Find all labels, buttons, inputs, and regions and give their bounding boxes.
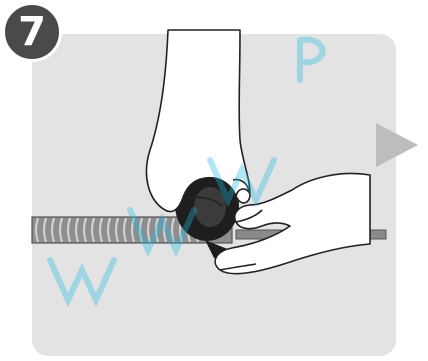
next-step-arrow-icon — [376, 123, 418, 167]
step-number-badge: 7 — [2, 2, 62, 62]
